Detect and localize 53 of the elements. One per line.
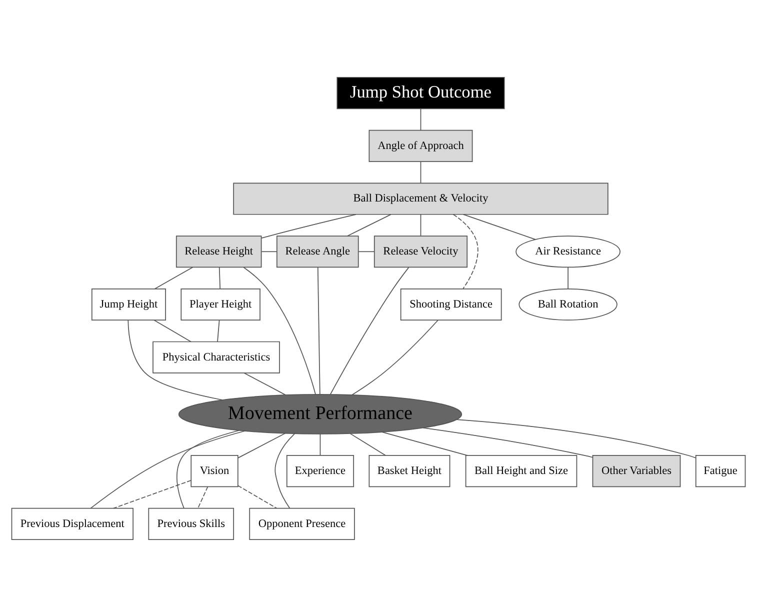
connector bbox=[381, 430, 468, 456]
node-box: Jump Shot Outcome bbox=[336, 76, 505, 109]
connector bbox=[420, 214, 422, 236]
node-box: Previous Skills bbox=[148, 507, 234, 540]
node-box: Previous Displacement bbox=[11, 507, 134, 540]
node-box: Release Height bbox=[176, 235, 262, 268]
node-ellipse: Ball Rotation bbox=[518, 288, 618, 320]
connector bbox=[113, 479, 192, 508]
connector bbox=[154, 319, 192, 342]
node-ellipse: Movement Performance bbox=[178, 394, 462, 434]
connector bbox=[176, 429, 240, 508]
connector bbox=[261, 214, 356, 238]
node-box: Release Velocity bbox=[374, 235, 468, 268]
node-box: Physical Characteristics bbox=[152, 340, 280, 373]
node-box: Fatigue bbox=[695, 454, 746, 487]
node-box: Angle of Approach bbox=[368, 129, 473, 162]
node-box: Ball Displacement & Velocity bbox=[233, 182, 608, 214]
connector bbox=[128, 319, 224, 400]
node-box: Vision bbox=[190, 454, 238, 487]
connector bbox=[358, 250, 375, 252]
connector bbox=[243, 266, 316, 394]
connector bbox=[456, 418, 696, 458]
connector bbox=[218, 266, 220, 289]
connector bbox=[238, 484, 278, 508]
node-ellipse: Air Resistance bbox=[516, 235, 620, 268]
node-box: Other Variables bbox=[592, 454, 681, 487]
connector bbox=[154, 266, 194, 289]
node-box: Ball Height and Size bbox=[465, 454, 578, 487]
connector bbox=[90, 430, 246, 508]
node-box: Release Angle bbox=[276, 235, 359, 268]
node-box: Opponent Presence bbox=[249, 507, 355, 540]
node-box: Shooting Distance bbox=[400, 288, 502, 320]
node-box: Basket Height bbox=[368, 454, 450, 487]
connector bbox=[350, 432, 386, 456]
connector bbox=[317, 266, 320, 394]
connector bbox=[452, 213, 478, 289]
connector bbox=[420, 160, 422, 183]
node-box: Player Height bbox=[180, 288, 260, 320]
connector bbox=[244, 372, 286, 396]
connector bbox=[261, 250, 278, 252]
connector bbox=[420, 108, 422, 130]
connector bbox=[238, 432, 286, 458]
node-box: Jump Height bbox=[91, 288, 166, 320]
connector bbox=[330, 266, 410, 394]
connector bbox=[274, 432, 296, 508]
connector bbox=[462, 214, 536, 240]
connector bbox=[352, 319, 438, 395]
connector bbox=[422, 426, 594, 458]
connector bbox=[346, 214, 392, 236]
connector bbox=[320, 433, 321, 456]
node-box: Experience bbox=[286, 454, 354, 487]
connector bbox=[217, 319, 220, 342]
connector bbox=[198, 486, 208, 508]
